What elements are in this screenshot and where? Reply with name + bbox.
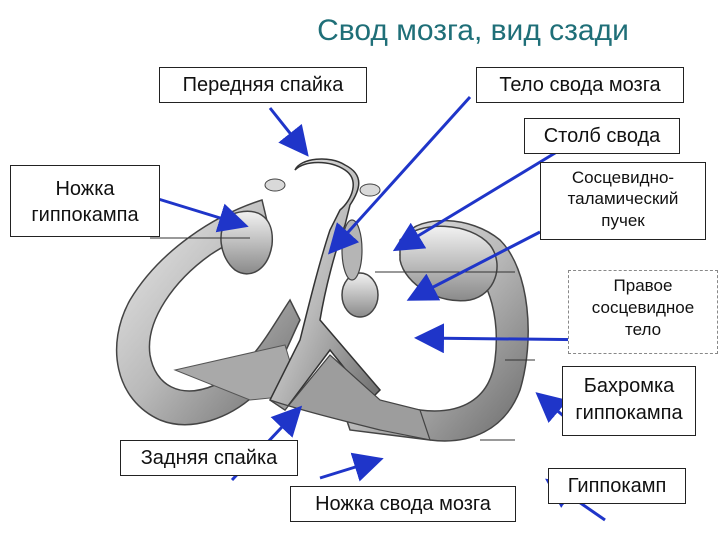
arrow-fornix-crus: [319, 452, 384, 482]
arrow-fornix-body: [327, 95, 472, 255]
arrow-mammillothalamic: [406, 230, 541, 301]
label-anterior-commissure: Передняя спайка: [159, 67, 367, 103]
label-fornix-crus: Ножка свода мозга: [290, 486, 516, 522]
arrow-hippocampal-crus: [154, 196, 249, 233]
label-hippocampal-fimbria: Бахромка гиппокампа: [562, 366, 696, 436]
label-fornix-column: Столб свода: [524, 118, 680, 154]
label-mammillothalamic-tract: Сосцевидно- таламический пучек: [540, 162, 706, 240]
label-fornix-body: Тело свода мозга: [476, 67, 684, 103]
label-hippocampal-crus: Ножка гиппокампа: [10, 165, 160, 237]
label-hippocampus: Гиппокамп: [548, 468, 686, 504]
leader-lines: [150, 237, 535, 441]
diagram-title: Свод мозга, вид сзади: [317, 14, 629, 47]
label-posterior-commissure: Задняя спайка: [120, 440, 298, 476]
arrow-anterior-commissure: [268, 107, 309, 157]
label-right-mammillary-body: Правое сосцевидное тело: [568, 270, 718, 354]
arrow-fornix-column: [392, 148, 561, 252]
